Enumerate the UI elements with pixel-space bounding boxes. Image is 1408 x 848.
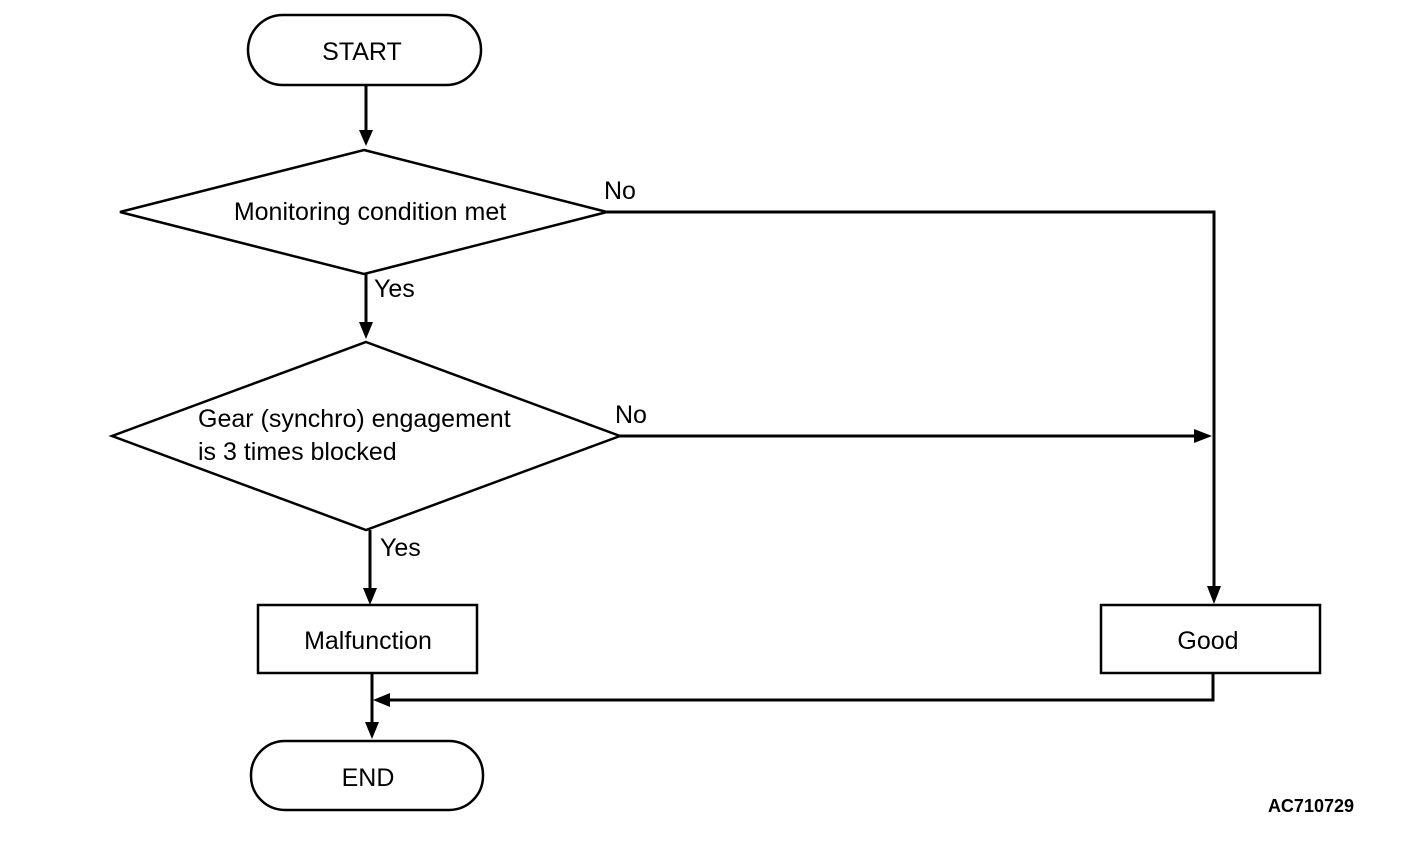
edge-decision2-yes-to-malfunction: Yes (363, 530, 421, 605)
edge-good-to-end (373, 673, 1215, 707)
edge-decision2-no-to-good: No (615, 401, 1212, 443)
decision2-no-label: No (615, 401, 647, 429)
end-label: END (342, 764, 395, 792)
edge-decision1-yes-to-decision2: Yes (359, 274, 415, 339)
good-label: Good (1177, 627, 1238, 655)
edge-start-to-decision1 (359, 85, 373, 146)
start-label: START (322, 38, 402, 66)
decision2-label-line2: is 3 times blocked (198, 438, 397, 466)
good-node: Good (1099, 603, 1322, 675)
decision1-yes-label: Yes (374, 275, 415, 303)
end-node: END (249, 739, 485, 812)
decision-monitoring-condition: Monitoring condition met (119, 148, 608, 276)
decision2-yes-label: Yes (380, 534, 421, 562)
decision2-label-line1: Gear (synchro) engagement (198, 405, 511, 433)
figure-code: AC710729 (1268, 796, 1354, 816)
decision1-label: Monitoring condition met (234, 198, 506, 226)
edge-malfunction-to-end (365, 673, 379, 739)
malfunction-node: Malfunction (256, 603, 479, 675)
edge-decision1-no-to-good: No (604, 177, 1221, 604)
malfunction-label: Malfunction (304, 627, 432, 655)
decision1-no-label: No (604, 177, 636, 205)
start-node: START (246, 13, 483, 87)
decision-engagement-blocked: Gear (synchro) engagement is 3 times blo… (108, 340, 624, 532)
